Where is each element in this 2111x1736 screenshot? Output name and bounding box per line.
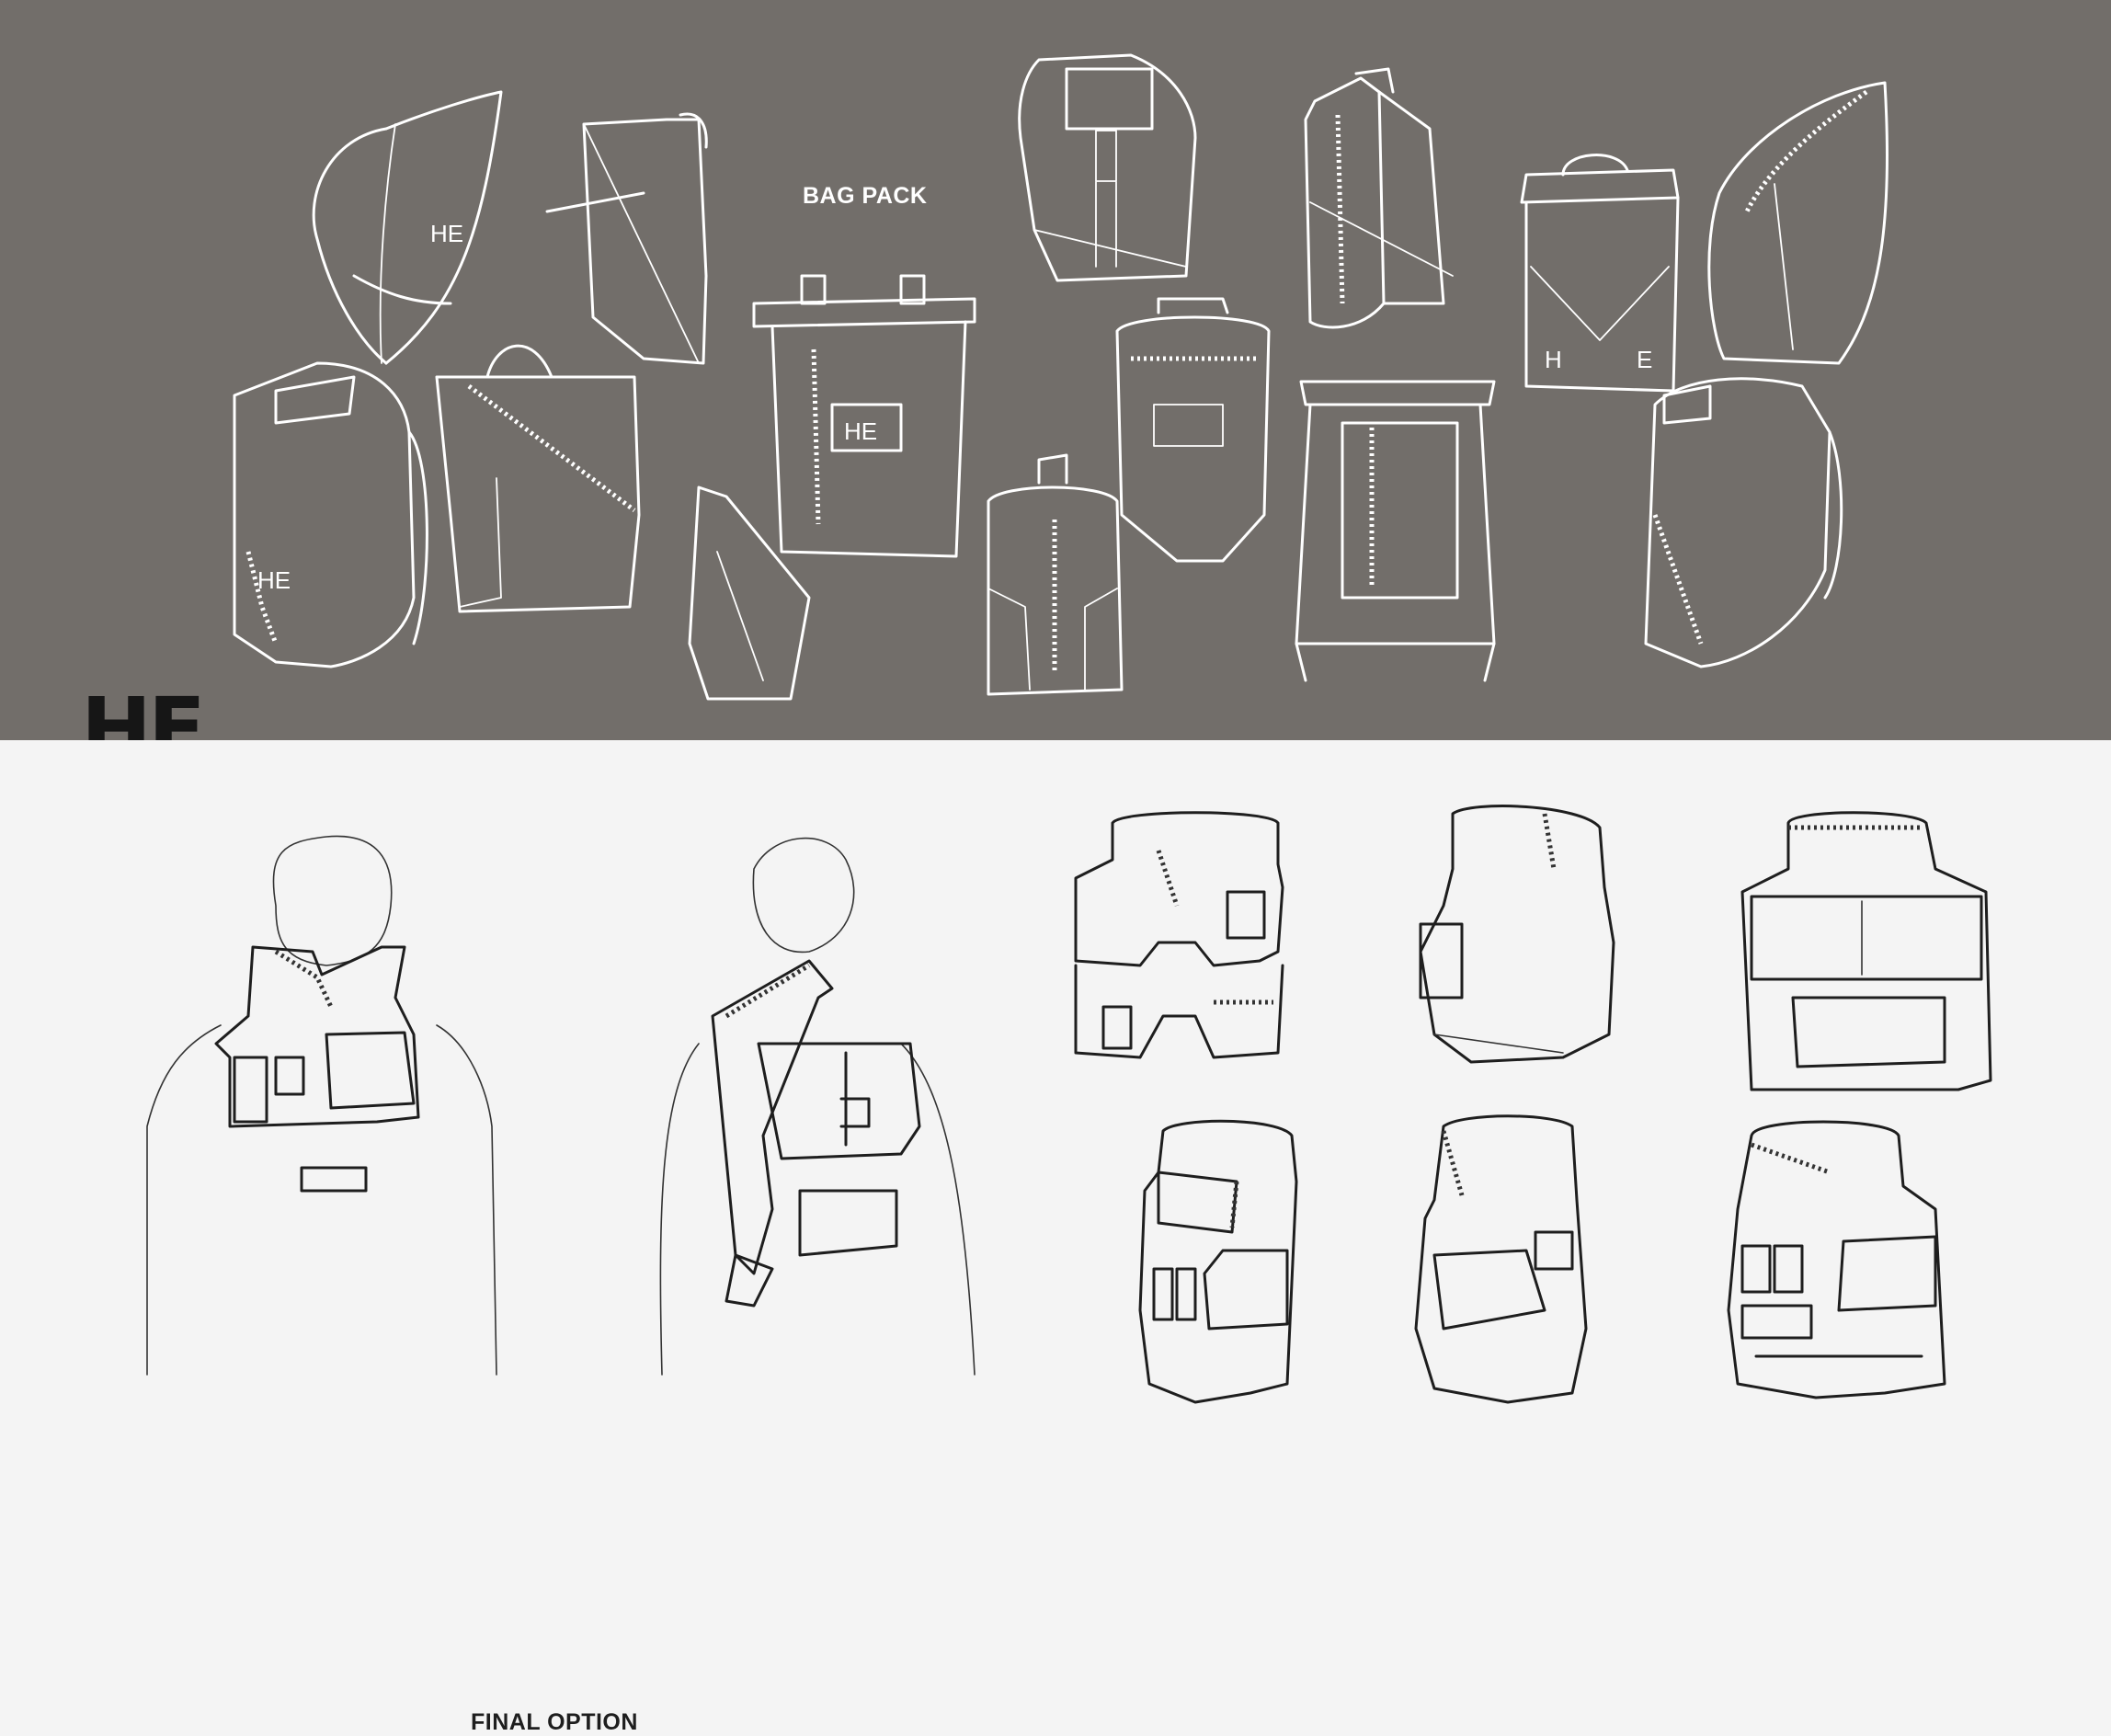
sketch-tall-drawstring <box>1304 67 1454 329</box>
sketch-monogram-3: HE <box>844 417 877 445</box>
sketch-sling-teardrop: HE <box>312 90 503 365</box>
sketch-monogram: HE <box>430 220 463 247</box>
sketch-angular-sling <box>545 112 708 365</box>
sketch-hard-shell <box>1644 377 1843 668</box>
sketch-mini-rolltop: H E <box>1520 154 1680 393</box>
bag-pack-sketches: HE H <box>233 53 1889 701</box>
vest-view-5 <box>1414 1114 1588 1404</box>
final-option-sketches <box>146 805 1992 1404</box>
sketch-hex-pack <box>1018 53 1197 282</box>
vest-view-1 <box>1074 811 1284 1059</box>
figure-front-view <box>146 835 497 1376</box>
sketch-boxy-flap: HE <box>233 361 428 668</box>
sketch-monogram-2: HE <box>257 566 291 594</box>
sketch-tapered-pack <box>1115 297 1271 563</box>
figure-back-view <box>659 837 976 1376</box>
sketch-square-pack <box>435 344 641 613</box>
sketch-h-letter: H <box>1545 346 1562 373</box>
bag-pack-sketch-panel: HE H <box>0 0 2111 740</box>
sketch-e-letter: E <box>1637 346 1652 373</box>
vest-view-4 <box>1138 1119 1298 1404</box>
sketch-capsule-zip <box>987 453 1124 696</box>
sketch-rolltop-main: HE <box>752 274 976 558</box>
final-option-panel: FINAL OPTION <box>0 740 2111 1735</box>
vest-view-3 <box>1740 811 1992 1091</box>
final-option-title: FINAL OPTION <box>471 1709 638 1735</box>
vest-view-6 <box>1727 1120 1946 1399</box>
vest-view-2 <box>1419 805 1615 1064</box>
sketch-triangle-sling <box>688 485 811 701</box>
sketch-tote-frame <box>1295 380 1496 682</box>
sketch-curved-shell <box>1707 81 1889 365</box>
bag-pack-title: BAG PACK <box>803 183 928 209</box>
